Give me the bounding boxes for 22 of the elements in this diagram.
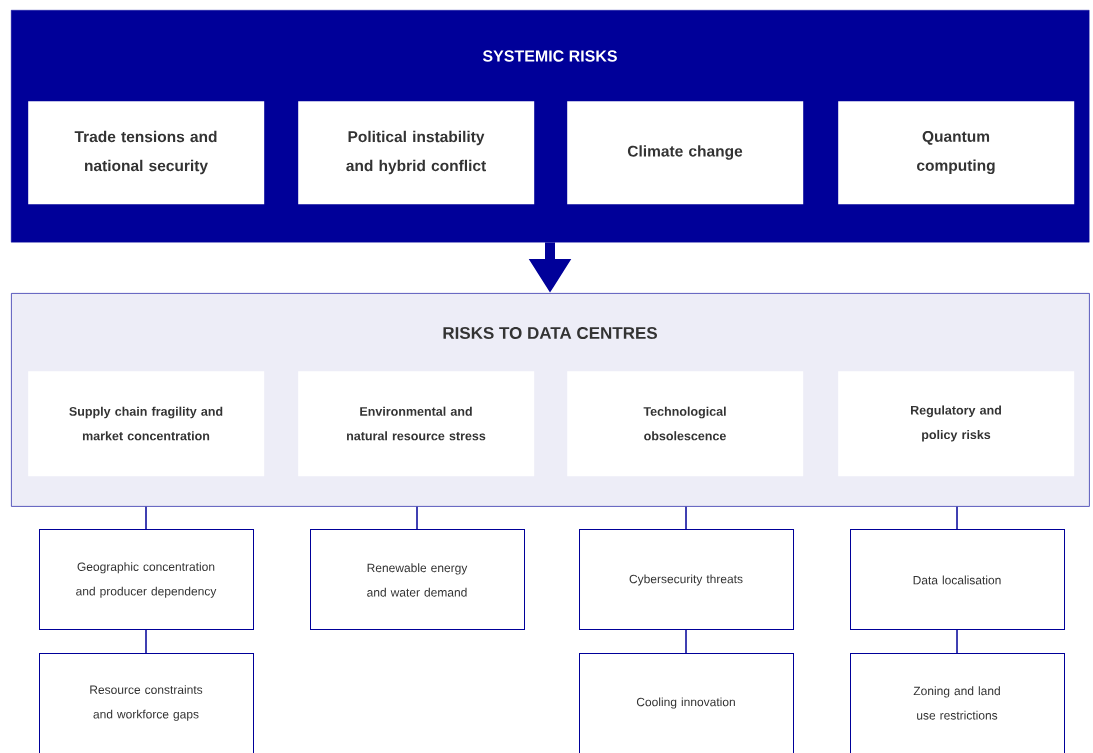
risk-box: Supply chain fragility and market concentration bbox=[28, 371, 265, 477]
risk-box: Resource constraints and workforce gaps bbox=[39, 653, 254, 753]
risk-box: Cybersecurity threats bbox=[579, 529, 794, 630]
risk-box: Environmental and natural resource stress bbox=[298, 371, 535, 477]
risk-box: Political instability and hybrid conflict bbox=[298, 101, 535, 205]
risk-box: Data localisation bbox=[850, 529, 1065, 630]
risk-box: Regulatory and policy risks bbox=[838, 371, 1075, 477]
connector-line bbox=[145, 506, 147, 530]
risk-box: Climate change bbox=[567, 101, 804, 205]
connector-line bbox=[416, 506, 418, 530]
risk-box: Trade tensions and national security bbox=[28, 101, 265, 205]
risk-box: Geographic concentration and producer dependency bbox=[39, 529, 254, 630]
risk-box: Zoning and land use restrictions bbox=[850, 653, 1065, 753]
connector-line bbox=[685, 506, 687, 530]
risk-box: Cooling innovation bbox=[579, 653, 794, 753]
risk-box: Technological obsolescence bbox=[567, 371, 804, 477]
risk-box: Renewable energy and water demand bbox=[310, 529, 525, 630]
connector-line bbox=[956, 629, 958, 654]
risk-box: Quantum computing bbox=[838, 101, 1075, 205]
connector-line bbox=[956, 506, 958, 530]
connector-line bbox=[685, 629, 687, 654]
connector-line bbox=[145, 629, 147, 654]
